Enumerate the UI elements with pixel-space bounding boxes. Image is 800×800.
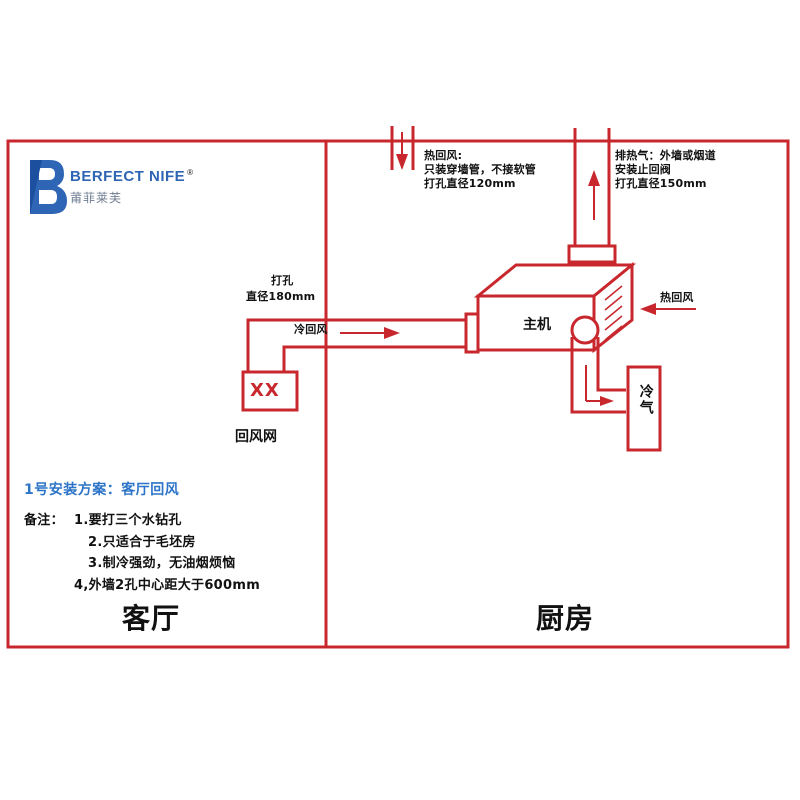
notes-prefix: 备注： [24, 513, 64, 528]
top-wall-pipe [390, 126, 415, 170]
logo: BERFECT NIFE® 莆菲莱芙 [70, 168, 193, 206]
exhaust-label: 排热气：外墙或烟道 [615, 149, 716, 162]
return-grille-label: 回风网 [235, 429, 277, 445]
cold-air-label: 冷气 [637, 384, 654, 416]
main-unit-box [473, 261, 637, 354]
exhaust-detail-2: 打孔直径150mm [615, 177, 707, 190]
logo-registered-mark: ® [187, 168, 194, 177]
cold-air-duct [570, 315, 626, 414]
return-grille-box [241, 370, 299, 412]
logo-brand-en: BERFECT NIFE [70, 168, 186, 185]
note-line: 2.只适合于毛坯房 [88, 535, 196, 550]
return-grille-mark: XX [250, 380, 280, 401]
exhaust-detail-1: 安装止回阀 [615, 163, 671, 176]
drill-diameter-label: 直径180mm [246, 290, 316, 303]
exhaust-pipe [567, 128, 617, 264]
outer-wall [6, 139, 790, 649]
hot-return-side-label: 热回风 [660, 291, 694, 304]
hot-return-top-label: 热回风: [424, 149, 463, 162]
note-line: 3.制冷强劲，无油烟烦恼 [88, 556, 236, 571]
hot-return-arrow [640, 303, 696, 315]
note-line: 1.要打三个水钻孔 [74, 513, 182, 528]
hot-return-top-detail-2: 打孔直径120mm [424, 177, 516, 190]
main-unit-label: 主机 [523, 317, 551, 333]
cold-return-duct [246, 312, 480, 382]
logo-brand-cn: 莆菲莱芙 [70, 191, 123, 205]
drill-hole-label: 打孔 [271, 274, 294, 287]
note-line: 4,外墙2孔中心距大于600mm [74, 578, 261, 593]
cold-return-label: 冷回风 [294, 323, 328, 336]
cold-air-outlet-box [626, 365, 662, 452]
plan-title: 1号安装方案：客厅回风 [24, 482, 180, 498]
hot-return-top-detail-1: 只装穿墙管，不接软管 [424, 163, 536, 176]
room-label-kitchen: 厨房 [536, 602, 595, 635]
logo-mark [30, 160, 67, 214]
room-label-living-room: 客厅 [122, 602, 181, 635]
